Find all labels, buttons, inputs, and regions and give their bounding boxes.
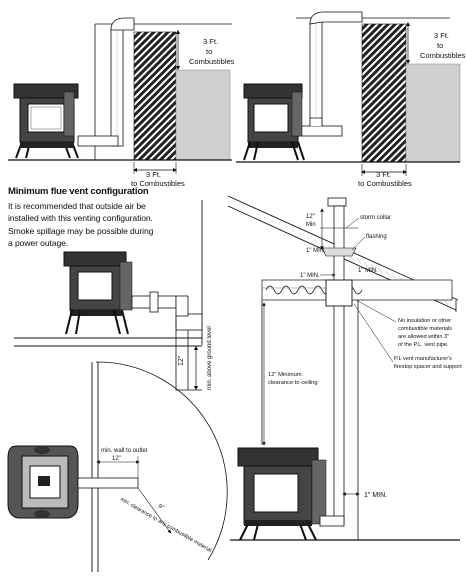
ceiling-joists: [261, 279, 453, 301]
panel-top-right: 3 Ft. to Combustibles 3 Ft. to Combustib…: [236, 11, 466, 188]
roof-12in-label: 12": [306, 214, 315, 220]
dim-bottom-to-combustibles-label: to Combustibles: [131, 179, 185, 188]
no-insulation-line-2: combustible materials: [398, 326, 452, 332]
roof-min-label: Min: [306, 222, 316, 228]
no-insulation-line-4: of the P.L. vent pipe.: [398, 342, 449, 348]
panel-top-left: 3 Ft. to Combustibles 3 Ft. to Combustib…: [8, 17, 235, 188]
dim2-combustibles-label: Combustibles: [420, 51, 466, 60]
stove-2: [243, 83, 305, 161]
firestop-line-2: firestop spacer and support: [394, 364, 462, 370]
stove-top-view: [7, 445, 79, 519]
clearance-line-1: 12" Minimum: [268, 372, 302, 378]
one-in-min-label-b: 1" MIN.: [358, 268, 378, 274]
hatched-wall-2: [361, 23, 407, 163]
min-wall-to-outlet-label: min. wall to outlet: [101, 448, 148, 454]
one-in-min-label-c: 1" MIN.: [300, 273, 320, 279]
dim-combustibles-label: Combustibles: [189, 57, 235, 66]
dim2-3ft-label: 3 Ft.: [434, 31, 449, 40]
stove-3: [63, 251, 133, 335]
panel-right-roof: 12" Min storm collar flashing 1" MIN. 1"…: [227, 195, 462, 541]
dim-to-label: to: [206, 47, 212, 56]
combustible-block: [175, 69, 231, 161]
flashing-label: flashing: [366, 234, 387, 240]
caption-title: Minimum flue vent configuration: [8, 186, 149, 197]
dim2-bottom-3ft-label: 3 Ft.: [376, 170, 391, 179]
caption-body: It is recommended that outside air be in…: [8, 201, 154, 249]
storm-collar-label: storm collar: [360, 215, 391, 221]
nine-in-label: 9": [157, 504, 165, 512]
dim-bottom-3ft-label: 3 Ft.: [146, 170, 161, 179]
stove-4: [237, 447, 327, 541]
stove-1: [13, 83, 79, 159]
dim3-min-above-ground-label: min. above ground level: [207, 326, 213, 390]
dim3-12in-label: 12": [178, 355, 185, 366]
combustible-block-2: [405, 63, 461, 163]
dim-3ft-label: 3 Ft.: [203, 37, 218, 46]
panel-middle-left: 12" min. above ground level: [14, 200, 213, 391]
no-insulation-line-1: No insulation or other: [398, 318, 451, 324]
firestop-line-1: P.L vent manufacturer's: [394, 356, 452, 362]
dim2-to-label: to: [437, 41, 443, 50]
hatched-wall: [133, 31, 177, 161]
one-in-min-label-d: 1" MIN.: [364, 492, 387, 499]
twelve-in-outlet-label: 12": [112, 456, 121, 462]
clearance-line-2: clearance to ceiling: [268, 380, 318, 386]
dim2-bottom-to-combustibles-label: to Combustibles: [358, 179, 412, 188]
no-insulation-line-3: are allowed within 3": [398, 334, 449, 340]
panel-bottom-left: min. wall to outlet 12" 9" min. clearanc…: [7, 361, 228, 572]
min-clearance-label: min. clearance to any combustible materi…: [119, 497, 212, 554]
one-in-min-label-a: 1" MIN.: [306, 248, 326, 254]
